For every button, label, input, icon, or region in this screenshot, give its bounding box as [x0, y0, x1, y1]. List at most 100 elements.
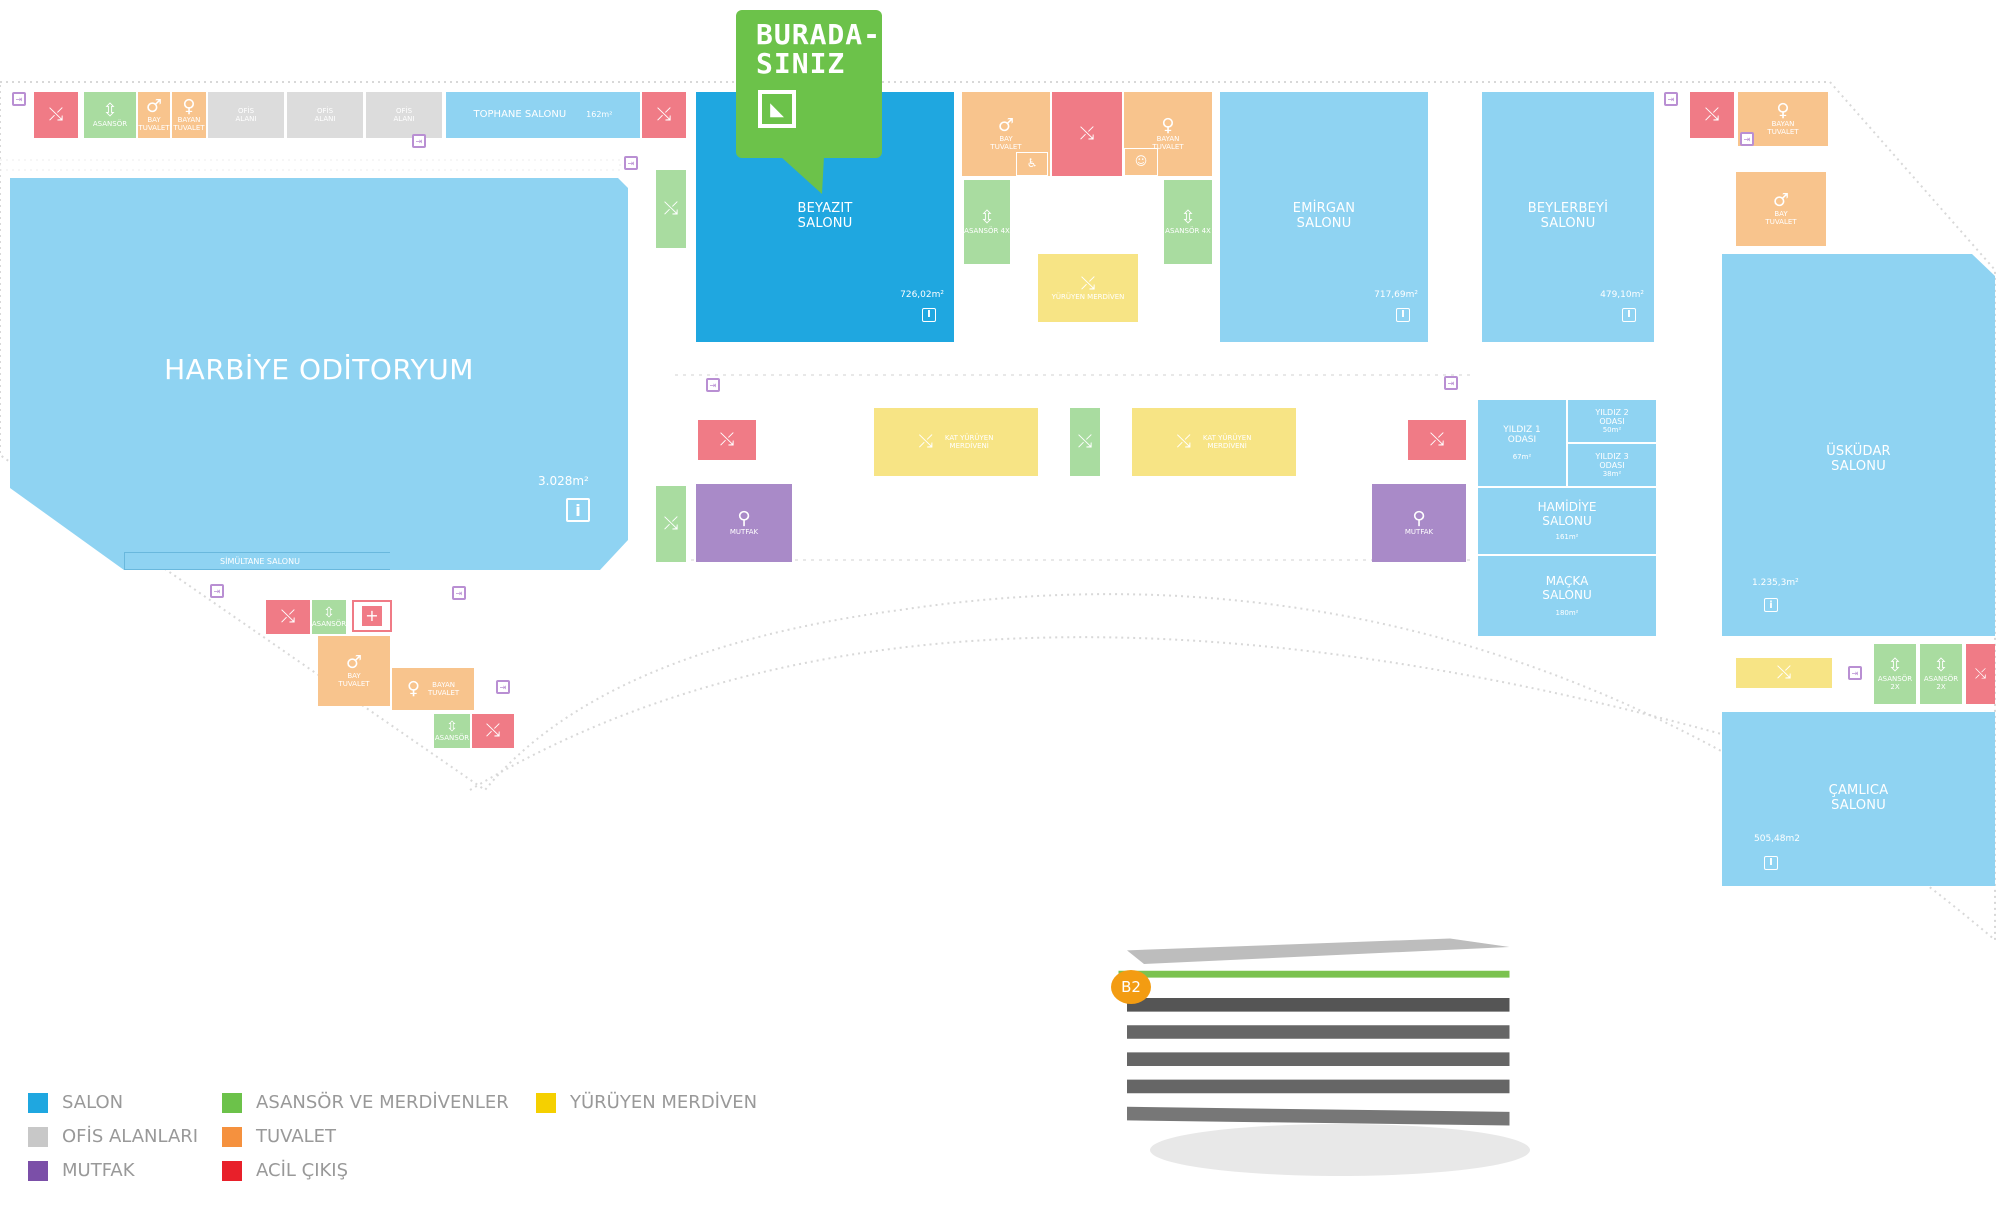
toilet-icon: ♀ — [182, 95, 196, 117]
bay-tuvalet: ♂ BAY TUVALET — [1736, 172, 1826, 246]
toilet-icon: ♀ — [1776, 99, 1790, 121]
emergency-exit-icon: ⇥ — [452, 586, 466, 600]
bayan-tuvalet: ♀ BAYAN TUVALET — [172, 92, 206, 138]
yildiz-3-odasi[interactable]: YILDIZ 3 ODASI 38m² — [1568, 444, 1656, 486]
stairs-icon: ⤯ — [472, 714, 514, 748]
stairs-icon: ⤯ — [656, 486, 686, 562]
tophane-salonu[interactable]: TOPHANE SALONU 162m² — [446, 92, 640, 138]
emergency-exit-icon: ⇥ — [210, 584, 224, 598]
stairs-icon: ⤯ — [266, 600, 310, 634]
ofis-alani-1: OFİS ALANI — [208, 92, 284, 138]
harbiye-oditoryum-shape[interactable] — [0, 0, 2000, 600]
legend-item-asansor: ASANSÖR VE MERDİVENLER — [222, 1092, 509, 1113]
yuruyen-merdiven-center: ⤯ YÜRÜYEN MERDİVEN — [1038, 254, 1138, 322]
disabled-toilet: ♿ — [1016, 152, 1048, 176]
legend-swatch — [536, 1092, 556, 1113]
escalator-icon: ⤯ — [918, 431, 933, 452]
uskudar-salonu[interactable]: ÜSKÜDAR SALONU — [1826, 444, 1891, 474]
uskudar-area: 1.235,3m² — [1752, 578, 1799, 588]
toilet-icon: ♂ — [997, 114, 1015, 136]
bay-tuvalet: ♂ BAY TUVALET — [138, 92, 170, 138]
elevator-asansor-2x-a: ⇳ ASANSÖR 2X — [1874, 644, 1916, 704]
first-aid-icon: + — [362, 606, 382, 626]
info-icon[interactable]: i — [1396, 308, 1410, 322]
elevator-icon: ⇳ — [979, 206, 995, 228]
disabled-icon: ♿ — [1026, 156, 1038, 171]
escalator-icon: ⤯ — [1776, 662, 1792, 683]
elevator-icon: ⇳ — [1887, 654, 1903, 676]
macka-salonu[interactable]: MAÇKA SALONU 180m² — [1478, 556, 1656, 636]
legend-item-tuvalet: TUVALET — [222, 1126, 336, 1147]
emergency-exit-icon: ⇥ — [12, 92, 26, 106]
toilet-icon: ♀ — [406, 678, 421, 699]
legend-swatch — [222, 1092, 242, 1113]
escalator-icon: ⤯ — [1080, 272, 1096, 294]
mutfak-right: ⚲ MUTFAK — [1372, 484, 1466, 562]
elevator-asansor: ⇳ ASANSÖR — [434, 714, 470, 748]
yuruyen-merdiven-right: ⤯ — [1736, 658, 1832, 688]
kat-yuruyen-merdiveni-1: ⤯ KAT YÜRÜYEN MERDİVENİ — [874, 408, 1038, 476]
harbiye-area: 3.028m² — [538, 474, 589, 488]
emergency-exit-icon: ⇥ — [706, 378, 720, 392]
mutfak-left: ⚲ MUTFAK — [696, 484, 792, 562]
emirgan-salonu[interactable]: EMİRGAN SALONU 717,69m² i — [1220, 92, 1428, 342]
elevator-icon: ⇳ — [1933, 654, 1949, 676]
ofis-alani-2: OFİS ALANI — [287, 92, 363, 138]
hamidiye-salonu[interactable]: HAMİDİYE SALONU 161m² — [1478, 488, 1656, 554]
stairs-icon: ⤯ — [698, 420, 756, 460]
emergency-exit-icon: ⇥ — [1664, 92, 1678, 106]
harbiye-oditoryum[interactable]: HARBİYE ODİTORYUM — [164, 352, 474, 386]
elevator-icon: ⇳ — [1180, 206, 1196, 228]
camlica-salonu[interactable]: ÇAMLICA SALONU 505,48m2 i — [1722, 712, 1995, 886]
yildiz-2-odasi[interactable]: YILDIZ 2 ODASI 50m² — [1568, 400, 1656, 442]
toilet-icon: ♂ — [345, 651, 363, 673]
bayan-tuvalet: ♀ BAYAN TUVALET — [392, 668, 474, 710]
pin-tail — [780, 156, 824, 194]
toilet-icon: ♂ — [145, 95, 163, 117]
stairs-icon: ⤯ — [1966, 644, 1995, 704]
legend-swatch — [222, 1160, 242, 1181]
you-are-here-icon: ◣ — [758, 90, 796, 128]
emergency-exit-icon: ⇥ — [1848, 666, 1862, 680]
first-aid-room: + — [352, 600, 392, 632]
you-are-here-pin: BURADA- SINIZ ◣ — [736, 10, 882, 158]
floor-badge: B2 — [1111, 970, 1151, 1004]
stairs-icon: ⤯ — [642, 92, 686, 138]
stairs-icon: ⤯ — [1070, 408, 1100, 476]
legend-swatch — [28, 1092, 48, 1113]
emergency-exit-icon: ⇥ — [412, 134, 426, 148]
stairs-icon: ⤯ — [656, 170, 686, 248]
toilet-icon: ♂ — [1772, 189, 1790, 211]
info-icon[interactable]: i — [566, 498, 590, 522]
baby-care-icon: ☺ — [1134, 154, 1148, 169]
yildiz-1-odasi[interactable]: YILDIZ 1 ODASI 67m² — [1478, 400, 1566, 486]
legend-item-mutfak: MUTFAK — [28, 1160, 135, 1181]
emergency-exit-icon: ⇥ — [1444, 376, 1458, 390]
elevator-icon: ⇳ — [102, 99, 118, 121]
stairs-icon: ⤯ — [1690, 92, 1734, 138]
kitchen-icon: ⚲ — [1412, 507, 1426, 529]
elevator-asansor-4x-right: ⇳ ASANSÖR 4X — [1164, 180, 1212, 264]
stairs-icon: ⤯ — [1052, 92, 1122, 176]
info-icon[interactable]: i — [1764, 856, 1778, 870]
elevator-asansor: ⇳ ASANSÖR — [84, 92, 136, 138]
escalator-icon: ⤯ — [1176, 431, 1191, 452]
elevator-asansor-4x-left: ⇳ ASANSÖR 4X — [964, 180, 1010, 264]
elevator-asansor-2x-b: ⇳ ASANSÖR 2X — [1920, 644, 1962, 704]
beylerbeyi-salonu[interactable]: BEYLERBEYİ SALONU 479,10m² i — [1482, 92, 1654, 342]
baby-care-room: ☺ — [1124, 148, 1158, 176]
info-icon[interactable]: i — [1764, 598, 1778, 612]
legend-swatch — [222, 1126, 242, 1147]
info-icon[interactable]: i — [1622, 308, 1636, 322]
legend-item-salon: SALON — [28, 1092, 123, 1113]
stairs-icon: ⤯ — [34, 92, 78, 138]
info-icon[interactable]: i — [922, 308, 936, 322]
legend-swatch — [28, 1126, 48, 1147]
pin-label: BURADA- SINIZ — [756, 18, 882, 81]
legend-item-acil-cikis: ACİL ÇIKIŞ — [222, 1160, 348, 1181]
uskudar-salonu-shape[interactable] — [0, 0, 2000, 700]
emergency-exit-icon: ⇥ — [496, 680, 510, 694]
elevator-asansor: ⇳ ASANSÖR — [312, 600, 346, 634]
emergency-exit-icon: ⇥ — [624, 156, 638, 170]
